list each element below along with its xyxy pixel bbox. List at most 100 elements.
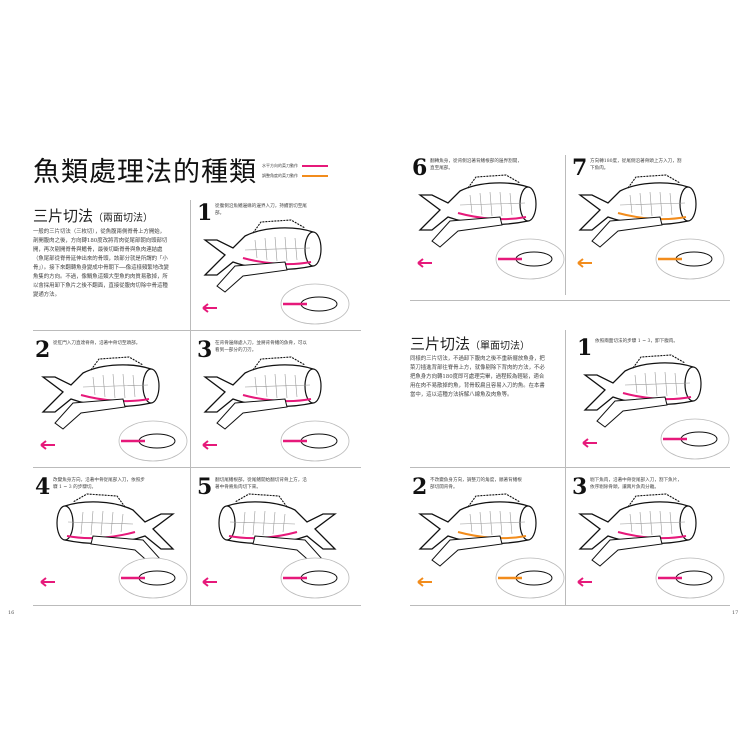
step-caption: 不改變魚身方向，調整刀的角度，順著背鰭根部切開背骨。	[430, 478, 522, 490]
fish-head-cut	[304, 368, 322, 404]
fish-fin	[627, 493, 681, 508]
arrow-icon	[417, 577, 432, 587]
step-panel: 1 依照兩面切法的步驟 1 ~ 3，卸下腹肉。	[575, 335, 735, 463]
section-paragraph: 一般的三片切法（三枚切），從魚腹兩側脊骨上方開始，剖開腹肉之後，方向轉180度改…	[33, 229, 169, 298]
arrow-icon	[577, 258, 592, 268]
fish-head-cut	[519, 505, 537, 541]
fish-bones	[244, 373, 311, 399]
orange-line-swatch	[302, 175, 328, 177]
legend-label: 調整角度的菜刀動作	[262, 173, 298, 178]
knife	[431, 216, 503, 248]
legend-label: 水平方向的菜刀動作	[262, 163, 298, 168]
step-caption: 依照兩面切法的步驟 1 ~ 3，卸下腹肉。	[595, 339, 678, 344]
page-title: 魚類處理法的種類	[33, 157, 257, 188]
knife	[431, 535, 503, 567]
divider	[410, 467, 730, 468]
fish-fin	[467, 174, 521, 189]
step-panel: 5 翻切尾鰭根部，從尾鰭開始翻切背骨上方，沿著中骨將魚肉切下來。	[195, 474, 355, 602]
step-panel: 7 方向轉180度，從尾側沿著骨頭上方入刀，割下魚肉。	[570, 155, 730, 283]
step-caption: 從肛門入刀直達脊骨，沿著中骨切至頭部。	[53, 341, 141, 346]
step-panel: 1 從腹側沿魚鰭邊緣的邊界入刀，持續割切至尾部。	[195, 200, 355, 328]
arrow-icon	[202, 440, 217, 450]
step-number: 1	[197, 200, 213, 226]
step-panel: 2 不改變魚身方向，調整刀的角度，順著背鰭根部切開背骨。	[410, 474, 570, 602]
fish-head-cut	[304, 231, 322, 267]
knife	[596, 396, 668, 428]
section-paragraph: 同樣的三片切法，不過卸下腹肉之後不重新擺放魚身，把菜刀插進背部往脊骨上方，就像剔…	[410, 356, 545, 398]
fish-illustration	[202, 493, 350, 599]
divider	[410, 300, 730, 301]
step-caption: 改變魚身方向，沿著中骨從尾部入刀，依照步驟 1 ~ 3 的步驟切。	[53, 478, 145, 490]
fish-bones	[67, 510, 134, 536]
step-number: 2	[412, 474, 428, 500]
divider	[410, 605, 730, 606]
divider	[33, 330, 361, 331]
section-heading-one-sided: 三片切法（單面切法）	[410, 335, 531, 353]
fish-bones	[459, 191, 526, 217]
fish-fin	[252, 356, 306, 371]
fish-illustration	[577, 493, 725, 599]
knife	[216, 398, 288, 430]
step-caption: 在背骨邊緣處入刀，並將背骨鰭的魚骨，可以看到一部分的刀刃。	[215, 341, 307, 353]
arrow-icon	[40, 440, 55, 450]
step-panel: 4 改變魚身方向，沿著中骨從尾部入刀，依照步驟 1 ~ 3 的步驟切。	[33, 474, 193, 602]
fish-bones	[619, 191, 686, 217]
legend-horizontal: 水平方向的菜刀動作	[262, 163, 328, 169]
divider	[190, 200, 191, 605]
fish-illustration	[582, 354, 730, 460]
divider	[33, 467, 361, 468]
fish-head-cut	[56, 505, 74, 541]
knife	[54, 398, 126, 430]
fish-head-cut	[519, 186, 537, 222]
step-panel: 2 從肛門入刀直達脊骨，沿著中骨切至頭部。	[33, 337, 193, 465]
fish-head-cut	[679, 505, 697, 541]
step-caption: 翻轉魚身，從背側沿著背鰭根部的邊界割開，直至尾部。	[430, 159, 522, 171]
fish-fin	[627, 174, 681, 189]
fish-bones	[229, 510, 296, 536]
step-number: 6	[412, 155, 428, 181]
step-number: 1	[577, 335, 593, 361]
divider	[565, 155, 566, 295]
step-number: 4	[35, 474, 51, 500]
arrow-icon	[417, 258, 432, 268]
step-number: 3	[197, 337, 213, 363]
step-panel: 3 剔下魚肉，沿著中骨從尾部入刀，割下魚片，依序剔除骨頭，讓兩片魚肉分離。	[570, 474, 730, 602]
divider	[565, 330, 566, 605]
fish-illustration	[40, 493, 188, 599]
fish-fin	[72, 493, 126, 508]
fish-head-cut	[679, 186, 697, 222]
knife	[591, 216, 663, 248]
fish-fin	[234, 493, 288, 508]
fish-illustration	[202, 356, 350, 462]
fish-head-cut	[684, 366, 702, 402]
arrow-icon	[202, 577, 217, 587]
step-number: 7	[572, 155, 588, 181]
legend-angle: 調整角度的菜刀動作	[262, 173, 328, 179]
fish-fin	[632, 354, 686, 369]
fish-illustration	[40, 356, 188, 462]
page-number-right: 17	[732, 610, 739, 616]
arrow-icon	[582, 438, 597, 448]
arrow-icon	[40, 577, 55, 587]
fish-fin	[252, 219, 306, 234]
fish-illustration	[577, 174, 725, 280]
fish-bones	[619, 510, 686, 536]
fish-head-cut	[218, 505, 236, 541]
fish-bones	[459, 510, 526, 536]
step-caption: 從腹側沿魚鰭邊緣的邊界入刀，持續割切至尾部。	[215, 204, 307, 216]
step-number: 2	[35, 337, 51, 363]
step-panel: 6 翻轉魚身，從背側沿著背鰭根部的邊界割開，直至尾部。	[410, 155, 570, 283]
section-heading-two-sided: 三片切法（兩面切法）	[33, 207, 154, 225]
step-number: 5	[197, 474, 213, 500]
pink-line-swatch	[302, 165, 328, 167]
fish-bones	[244, 236, 311, 262]
fish-illustration	[417, 174, 565, 280]
step-caption: 方向轉180度，從尾側沿著骨頭上方入刀，割下魚肉。	[590, 159, 682, 171]
divider	[33, 605, 361, 606]
knife	[591, 535, 663, 567]
step-caption: 剔下魚肉，沿著中骨從尾部入刀，割下魚片，依序剔除骨頭，讓兩片魚肉分離。	[590, 478, 682, 490]
fish-head-cut	[142, 368, 160, 404]
fish-bones	[82, 373, 149, 399]
arrow-icon	[577, 577, 592, 587]
step-panel: 3 在背骨邊緣處入刀，並將背骨鰭的魚骨，可以看到一部分的刀刃。	[195, 337, 355, 465]
